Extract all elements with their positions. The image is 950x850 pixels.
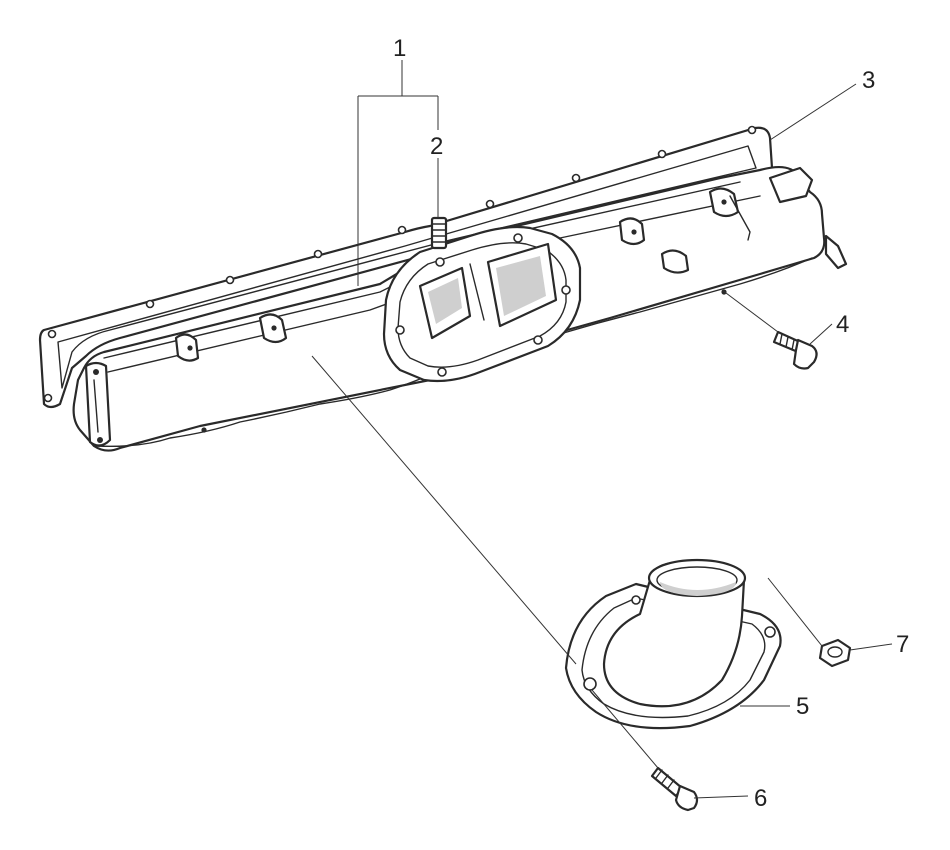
manifold-outlet-flange bbox=[382, 216, 582, 383]
callout-numbers: 1 2 3 4 5 6 7 bbox=[393, 35, 909, 812]
callout-3: 3 bbox=[862, 67, 875, 94]
bolt-4 bbox=[772, 330, 818, 370]
callout-2: 2 bbox=[430, 133, 443, 160]
bolt-6 bbox=[650, 766, 699, 812]
callout-1: 1 bbox=[393, 35, 406, 62]
outlet-elbow bbox=[564, 558, 782, 730]
nut-7 bbox=[818, 638, 852, 668]
leader-lines bbox=[311, 60, 893, 799]
callout-4: 4 bbox=[836, 311, 849, 338]
callout-6: 6 bbox=[754, 785, 767, 812]
callout-7: 7 bbox=[896, 631, 909, 658]
callout-5: 5 bbox=[796, 693, 809, 720]
